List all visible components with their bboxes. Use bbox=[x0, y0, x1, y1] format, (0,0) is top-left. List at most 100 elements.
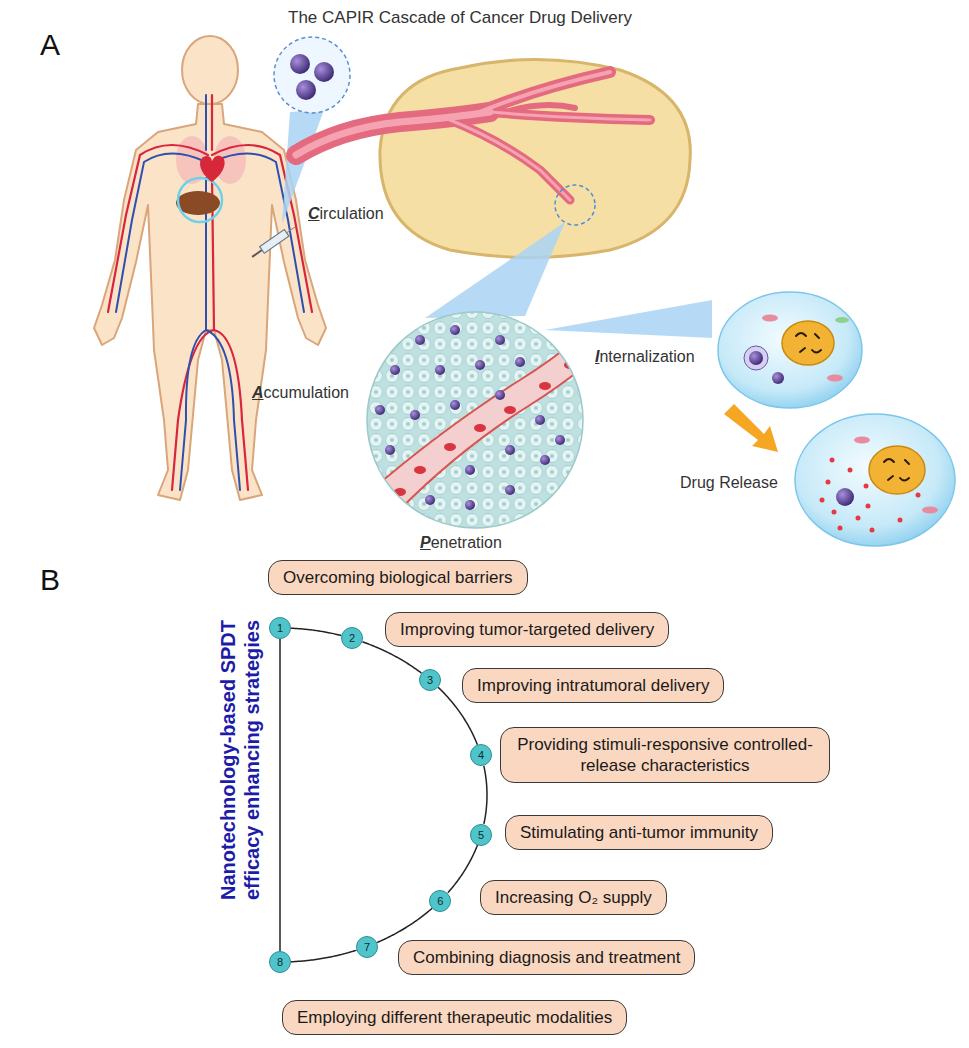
syringe bbox=[260, 230, 289, 254]
nanoparticle bbox=[296, 80, 316, 100]
callout-number: 3 bbox=[427, 674, 433, 686]
step-number-circle: 6 bbox=[429, 890, 451, 912]
figure-title: The CAPIR Cascade of Cancer Drug Deliver… bbox=[240, 8, 680, 28]
callout-number: 5 bbox=[478, 829, 484, 841]
tumor-tissue bbox=[360, 320, 610, 530]
strategy-box: Combining diagnosis and treatment bbox=[398, 940, 695, 975]
step-number-circle: 1 bbox=[269, 617, 291, 639]
step-number-circle: 5 bbox=[470, 824, 492, 846]
strategy-text: Employing different therapeutic modaliti… bbox=[297, 1007, 612, 1028]
blood-vessel bbox=[470, 72, 610, 116]
tumor-tissue bbox=[465, 465, 475, 475]
blood-vessel bbox=[296, 112, 490, 155]
step-number-circle: 2 bbox=[341, 627, 363, 649]
tumor-cell bbox=[795, 414, 955, 546]
tumor-cell bbox=[898, 518, 903, 523]
arc-connector bbox=[377, 908, 432, 942]
tumor-tissue bbox=[375, 405, 385, 415]
strategy-text: Increasing O₂ supply bbox=[495, 887, 652, 908]
vein bbox=[116, 95, 304, 490]
tumor-cell bbox=[762, 315, 778, 322]
tumor-cell bbox=[884, 459, 894, 462]
arc-connector bbox=[291, 950, 357, 962]
tumor-cell bbox=[854, 437, 870, 444]
zoom-wedge bbox=[545, 300, 712, 338]
step-number-circle: 7 bbox=[356, 936, 378, 958]
strategy-text: Providing stimuli-responsive controlled-… bbox=[515, 734, 815, 776]
zoom-circle bbox=[555, 185, 595, 225]
strategy-box: Providing stimuli-responsive controlled-… bbox=[500, 727, 830, 783]
tumor-cell bbox=[856, 516, 861, 521]
tumor-cell bbox=[826, 480, 831, 485]
nanoparticle bbox=[290, 54, 310, 74]
tumor-mass bbox=[380, 59, 690, 257]
tumor-cell bbox=[812, 350, 821, 353]
tumor-tissue bbox=[444, 443, 456, 451]
stage-label: Drug Release bbox=[680, 474, 778, 492]
syringe bbox=[252, 250, 262, 257]
tumor-cell bbox=[820, 458, 921, 533]
blood-vessel bbox=[490, 112, 650, 120]
strategy-text: Stimulating anti-tumor immunity bbox=[520, 822, 758, 843]
tumor-cell bbox=[718, 292, 862, 408]
tumor-tissue bbox=[504, 406, 516, 414]
tumor-cell bbox=[869, 446, 925, 494]
tumor-cell bbox=[838, 526, 843, 531]
callout-number: 2 bbox=[349, 632, 355, 644]
strategy-box: Overcoming biological barriers bbox=[268, 560, 528, 595]
stage-label: Accumulation bbox=[252, 384, 349, 402]
vein bbox=[180, 330, 206, 490]
nanoparticle bbox=[314, 62, 334, 82]
tumor-cell bbox=[796, 333, 806, 336]
tumor-tissue bbox=[535, 415, 545, 425]
strategy-text: Improving tumor-targeted delivery bbox=[400, 619, 654, 640]
tumor-tissue bbox=[495, 335, 505, 345]
tumor-tissue bbox=[425, 495, 435, 505]
tumor-tissue bbox=[375, 325, 565, 510]
arc-connector bbox=[448, 845, 478, 893]
tumor-cell bbox=[795, 414, 955, 546]
tumor-tissue bbox=[475, 360, 485, 370]
step-number-circle: 3 bbox=[419, 669, 441, 691]
artery bbox=[172, 330, 214, 490]
tumor-cell bbox=[782, 321, 834, 365]
strategy-box: Increasing O₂ supply bbox=[480, 880, 667, 915]
strategy-box: Improving tumor-targeted delivery bbox=[385, 612, 669, 647]
blood-vessel bbox=[296, 112, 490, 155]
tumor-tissue bbox=[540, 455, 550, 465]
tumor-cell bbox=[832, 510, 837, 515]
strategy-text: Combining diagnosis and treatment bbox=[413, 947, 680, 968]
stage-label: Circulation bbox=[308, 205, 384, 223]
tumor-cell bbox=[848, 468, 853, 473]
tumor-cell bbox=[884, 459, 909, 481]
tumor-cell bbox=[744, 346, 768, 370]
tumor-cell bbox=[772, 372, 784, 384]
liver-highlight bbox=[178, 178, 222, 222]
vein bbox=[205, 95, 207, 150]
tumor-cell bbox=[922, 507, 938, 514]
tumor-cell bbox=[866, 504, 871, 509]
tumor-tissue bbox=[394, 488, 406, 496]
tumor-tissue bbox=[515, 357, 525, 367]
tumor-cell bbox=[815, 334, 819, 338]
nanoparticle-callout bbox=[274, 37, 350, 113]
tumor-cell bbox=[905, 460, 909, 464]
tumor-cell bbox=[796, 333, 821, 353]
step-number-circle: 4 bbox=[470, 744, 492, 766]
strategy-box: Stimulating anti-tumor immunity bbox=[505, 815, 773, 850]
tumor-tissue bbox=[505, 485, 515, 495]
tumor-cell bbox=[916, 493, 921, 498]
tumor-cell bbox=[827, 375, 843, 382]
head bbox=[182, 36, 238, 104]
tumor-tissue bbox=[495, 390, 505, 400]
tumor-tissue bbox=[465, 500, 475, 510]
tumor-cell bbox=[820, 498, 825, 503]
tumor-cell bbox=[870, 528, 875, 533]
release-arrow bbox=[724, 404, 778, 452]
step-number-circle: 8 bbox=[269, 951, 291, 973]
stage-label: Internalization bbox=[595, 348, 695, 366]
tumor-tissue bbox=[360, 305, 610, 535]
tumor-tissue bbox=[505, 445, 515, 455]
tumor-tissue bbox=[390, 365, 400, 375]
panel-letter: B bbox=[40, 563, 60, 597]
